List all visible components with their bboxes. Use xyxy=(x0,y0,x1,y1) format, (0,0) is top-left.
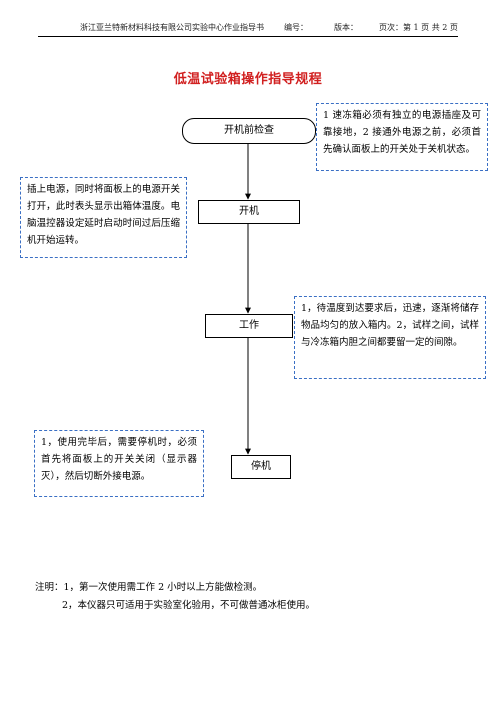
note-power-on: 插上电源，同时将面板上的电源开关打开，此时表头显示出箱体温度。电脑温控器设定延时… xyxy=(20,177,187,258)
header-company: 浙江亚兰特新材料科技有限公司实验中心作业指导书 xyxy=(80,23,264,32)
footnote-line-1: 注明：1，第一次使用需工作 2 小时以上方能做检测。 xyxy=(35,582,263,593)
flow-step-power-on: 开机 xyxy=(198,200,300,224)
note-precheck: 1 速冻箱必须有独立的电源插座及可靠接地，2 接通外电源之前，必须首先确认面板上… xyxy=(316,103,488,171)
document-header: 浙江亚兰特新材料科技有限公司实验中心作业指导书 编号： 版本： 页次：第 1 页… xyxy=(38,22,458,36)
page-title: 低温试验箱操作指导规程 xyxy=(173,72,323,87)
flow-start-node: 开机前检查 xyxy=(182,118,316,144)
flow-step-shutdown: 停机 xyxy=(231,455,291,479)
header-code-label: 编号： xyxy=(284,23,308,32)
flow-step-working: 工作 xyxy=(205,314,293,338)
header-version-label: 版本： xyxy=(334,23,358,32)
note-shutdown: 1，使用完毕后，需要停机时，必须首先将面板上的开关关闭（显示器灭），然后切断外接… xyxy=(34,430,204,497)
footnote-line-2: 2，本仪器只可适用于实验室化验用，不可做普通冰柜使用。 xyxy=(62,600,316,611)
header-rule xyxy=(38,36,458,37)
header-page-label: 页次：第 1 页 共 2 页 xyxy=(379,23,458,32)
note-working: 1，待温度到达要求后，迅速，逐渐将储存物品均匀的放入箱内。2，试样之间，试样与冷… xyxy=(294,296,486,379)
